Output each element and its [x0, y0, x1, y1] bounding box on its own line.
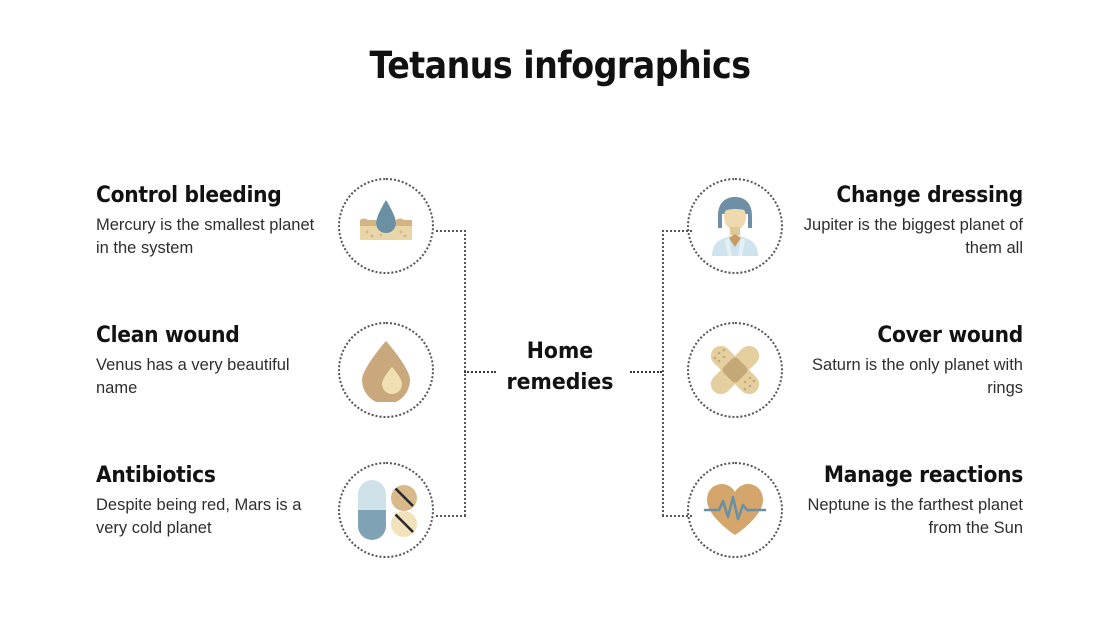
- icon-circle-antibiotics[interactable]: [338, 462, 434, 558]
- skin-bleeding-icon: [360, 200, 412, 240]
- page-title: Tetanus infographics: [369, 44, 751, 87]
- heart-pulse-icon: [703, 484, 767, 535]
- icon-circle-clean-wound[interactable]: [338, 322, 434, 418]
- bandage-cross-icon: [710, 345, 760, 395]
- item-manage-reactions[interactable]: Manage reactions Neptune is the farthest…: [793, 463, 1023, 540]
- connector-right-vertical: [662, 230, 664, 516]
- connector-left-stub-top: [436, 230, 466, 232]
- item-heading: Control bleeding: [96, 183, 282, 208]
- item-control-bleeding[interactable]: Control bleeding Mercury is the smallest…: [96, 183, 326, 260]
- center-label-line2: remedies: [506, 370, 614, 395]
- connector-left-stub-bottom: [436, 515, 466, 517]
- item-heading: Cover wound: [877, 323, 1023, 348]
- nurse-icon: [712, 197, 758, 256]
- water-droplet-icon: [362, 341, 410, 402]
- connector-right-stub-bottom: [662, 515, 692, 517]
- item-clean-wound[interactable]: Clean wound Venus has a very beautiful n…: [96, 323, 326, 400]
- item-heading: Clean wound: [96, 323, 240, 348]
- item-heading: Manage reactions: [823, 463, 1023, 488]
- item-body: Despite being red, Mars is a very cold p…: [96, 496, 302, 537]
- icon-circle-cover-wound[interactable]: [687, 322, 783, 418]
- item-body: Jupiter is the biggest planet of them al…: [803, 216, 1023, 257]
- connector-right-to-center: [630, 371, 662, 373]
- item-body: Venus has a very beautiful name: [96, 356, 290, 397]
- item-heading: Antibiotics: [96, 463, 216, 488]
- item-heading: Change dressing: [836, 183, 1023, 208]
- connector-left-to-center: [464, 371, 496, 373]
- connector-left-vertical: [464, 230, 466, 516]
- item-body: Neptune is the farthest planet from the …: [807, 496, 1023, 537]
- item-antibiotics[interactable]: Antibiotics Despite being red, Mars is a…: [96, 463, 326, 540]
- icon-circle-change-dressing[interactable]: [687, 178, 783, 274]
- item-change-dressing[interactable]: Change dressing Jupiter is the biggest p…: [793, 183, 1024, 260]
- icon-circle-manage-reactions[interactable]: [687, 462, 783, 558]
- center-label-line1: Home: [526, 339, 594, 364]
- connector-right-stub-top: [662, 230, 692, 232]
- item-body: Saturn is the only planet with rings: [812, 356, 1023, 397]
- center-label: Home remedies: [476, 336, 643, 398]
- item-cover-wound[interactable]: Cover wound Saturn is the only planet wi…: [793, 323, 1023, 400]
- pills-icon: [358, 480, 417, 540]
- item-body: Mercury is the smallest planet in the sy…: [96, 216, 315, 257]
- icon-circle-control-bleeding[interactable]: [338, 178, 434, 274]
